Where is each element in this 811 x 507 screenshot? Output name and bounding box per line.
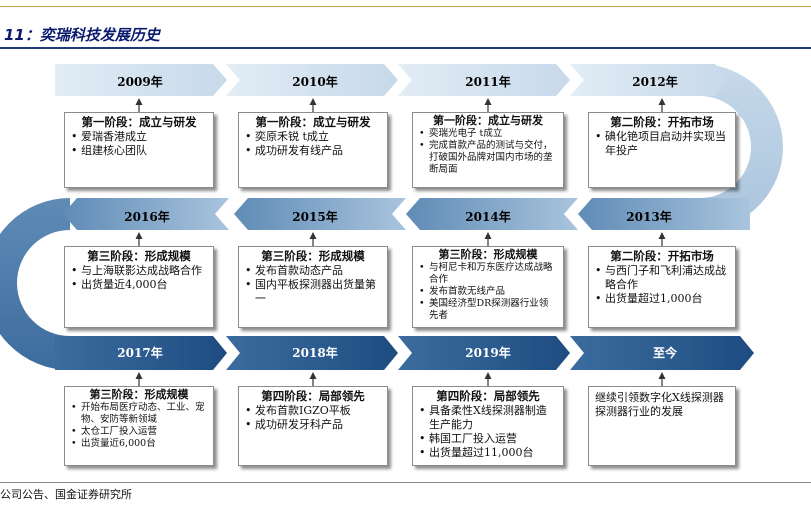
- year-label-now: 至今: [652, 346, 677, 360]
- connector-arrowhead: [484, 232, 492, 239]
- year-label-2009: 2009年: [117, 75, 163, 89]
- year-label-2017: 2017年: [117, 346, 163, 360]
- connector-arrowhead: [658, 98, 666, 105]
- card-stage: 第四阶段：局部领先: [436, 389, 540, 403]
- card-2019: 第四阶段：局部领先 具备柔性X线探测器制造生产能力 韩国工厂投入运营 出货量超过…: [412, 386, 564, 466]
- list-item: 成功研发牙科产品: [245, 418, 381, 432]
- footer-rule: [0, 482, 811, 483]
- year-label-2014: 2014年: [465, 210, 511, 224]
- card-now: 继续引领数字化X线探测器探测器行业的发展: [588, 386, 736, 466]
- row1-chevron: [226, 64, 398, 96]
- row3-chevron: [226, 336, 398, 370]
- connector-arrowhead: [309, 372, 317, 379]
- list-item: 与西门子和飞利浦达成战略合作: [595, 264, 729, 292]
- row1-chevron: [55, 64, 227, 96]
- card-2014: 第三阶段：形成规模 与柯尼卡和万东医疗达成战略合作 发布首款无线产品 美国经济型…: [412, 246, 564, 328]
- list-item: 奕瑞光电子 t成立: [419, 128, 557, 140]
- list-item: 韩国工厂投入运营: [419, 432, 557, 446]
- list-item: 发布首款动态产品: [245, 264, 381, 278]
- list-item: 出货量近4,000台: [71, 278, 207, 292]
- list-item: 碘化铯项目启动并实现当年投产: [595, 130, 729, 158]
- card-2017: 第三阶段：形成规模 开始布局医疗动态、工业、宠物、安防等新领域 太仓工厂投入运营…: [64, 386, 214, 466]
- card-stage: 第一阶段：成立与研发: [81, 115, 197, 129]
- card-stage: 第三阶段：形成规模: [261, 249, 365, 263]
- source-note: 公司公告、国金证券研究所: [0, 488, 132, 501]
- list-item: 美国经济型DR探测器行业领先者: [419, 298, 557, 322]
- row2-chevron: [63, 198, 229, 230]
- card-stage: 第二阶段：开拓市场: [610, 115, 714, 129]
- list-item: 与柯尼卡和万东医疗达成战略合作: [419, 262, 557, 286]
- year-label-2019: 2019年: [465, 346, 511, 360]
- row3-chevron: [398, 336, 570, 370]
- year-label-2011: 2011年: [465, 75, 511, 89]
- row1-chevron: [570, 64, 729, 96]
- card-2015: 第三阶段：形成规模 发布首款动态产品 国内平板探测器出货量第一: [238, 246, 388, 328]
- row2-arrows: [63, 198, 750, 230]
- connector-arrowhead: [484, 98, 492, 105]
- connector-arrowhead: [658, 232, 666, 239]
- row3-chevron: [55, 336, 227, 370]
- page-title: 11：奕瑞科技发展历史: [4, 26, 160, 44]
- connector-arrowhead: [309, 232, 317, 239]
- connectors: [135, 98, 666, 386]
- card-2010: 第一阶段：成立与研发 奕原禾锐 t成立 成功研发有线产品: [238, 112, 388, 188]
- row2-chevron: [406, 198, 578, 230]
- row1-arrows: [55, 64, 729, 96]
- right-curve: [700, 64, 783, 230]
- title-top-rule: [0, 6, 811, 7]
- list-item: 具备柔性X线探测器制造生产能力: [419, 404, 557, 432]
- list-item: 完成首款产品的测试与交付，打破国外品牌对国内市场的垄断局面: [419, 140, 557, 176]
- row2-chevron: [578, 198, 750, 230]
- left-curve: [0, 198, 70, 370]
- year-label-2016: 2016年: [124, 210, 170, 224]
- card-stage: 第一阶段：成立与研发: [255, 115, 371, 129]
- card-2012: 第二阶段：开拓市场 碘化铯项目启动并实现当年投产: [588, 112, 736, 188]
- year-label-2013: 2013年: [626, 210, 672, 224]
- connector-arrowhead: [135, 232, 143, 239]
- card-stage: 第三阶段：形成规模: [87, 249, 191, 263]
- card-stage: 第三阶段：形成规模: [89, 388, 189, 401]
- card-stage: 第四阶段：局部领先: [261, 389, 365, 403]
- row3-chevron: [570, 336, 754, 370]
- list-item: 开始布局医疗动态、工业、宠物、安防等新领域: [71, 402, 207, 426]
- title-bar: 11：奕瑞科技发展历史: [0, 0, 811, 54]
- card-2016: 第三阶段：形成规模 与上海联影达成战略合作 出货量近4,000台: [64, 246, 214, 328]
- card-2018: 第四阶段：局部领先 发布首款IGZO平板 成功研发牙科产品: [238, 386, 388, 466]
- list-item: 出货量近6,000台: [71, 438, 207, 450]
- card-2013: 第二阶段：开拓市场 与西门子和飞利浦达成战略合作 出货量超过1,000台: [588, 246, 736, 328]
- list-item: 出货量超过1,000台: [595, 292, 729, 306]
- timeline-diagram: [0, 64, 783, 386]
- connector-arrowhead: [658, 372, 666, 379]
- card-stage: 第三阶段：形成规模: [438, 248, 538, 261]
- year-label-2012: 2012年: [632, 75, 678, 89]
- card-now-text: 继续引领数字化X线探测器探测器行业的发展: [595, 391, 724, 418]
- list-item: 成功研发有线产品: [245, 144, 381, 158]
- year-label-2018: 2018年: [292, 346, 338, 360]
- list-item: 组建核心团队: [71, 144, 207, 158]
- list-item: 发布首款无线产品: [419, 286, 557, 298]
- card-stage: 第一阶段：成立与研发: [433, 114, 543, 127]
- list-item: 发布首款IGZO平板: [245, 404, 381, 418]
- list-item: 国内平板探测器出货量第一: [245, 278, 381, 306]
- list-item: 出货量超过11,000台: [419, 446, 557, 460]
- connector-arrowhead: [484, 372, 492, 379]
- list-item: 与上海联影达成战略合作: [71, 264, 207, 278]
- row1-chevron: [398, 64, 570, 96]
- title-rule: [0, 47, 811, 49]
- connector-arrowhead: [135, 98, 143, 105]
- list-item: 奕原禾锐 t成立: [245, 130, 381, 144]
- row2-chevron: [234, 198, 406, 230]
- connector-arrowhead: [309, 98, 317, 105]
- card-stage: 第二阶段：开拓市场: [610, 249, 714, 263]
- list-item: 太仓工厂投入运营: [71, 426, 207, 438]
- row3-arrows: [55, 336, 754, 370]
- card-2011: 第一阶段：成立与研发 奕瑞光电子 t成立 完成首款产品的测试与交付，打破国外品牌…: [412, 112, 564, 188]
- year-label-2015: 2015年: [292, 210, 338, 224]
- year-label-2010: 2010年: [292, 75, 338, 89]
- connector-arrowhead: [135, 372, 143, 379]
- list-item: 爱瑞香港成立: [71, 130, 207, 144]
- card-2009: 第一阶段：成立与研发 爱瑞香港成立 组建核心团队: [64, 112, 214, 188]
